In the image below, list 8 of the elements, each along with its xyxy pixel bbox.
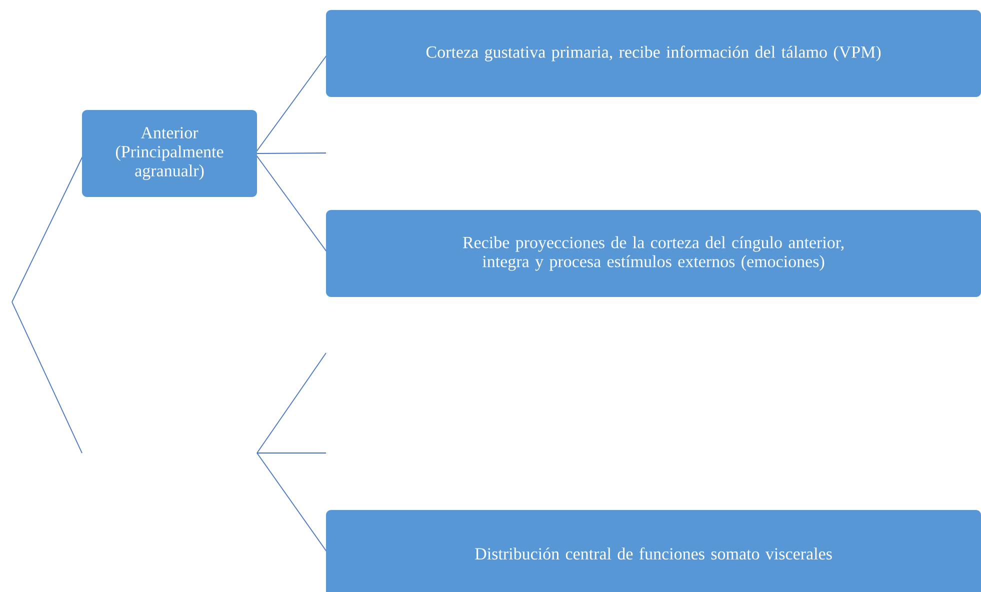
topic-box: Recibe proyecciones de la corteza del cíngulo anterior, integra y procesa estímulos externos (emociones): [326, 210, 981, 297]
topic-box: Corteza gustativa primaria, recibe información del tálamo (VPM): [326, 10, 981, 97]
connector-line: [256, 452, 328, 554]
connector-line: [254, 152, 326, 154]
connector-line: [254, 153, 328, 254]
topic-box: Distribución central de funciones somato viscerales: [326, 510, 981, 592]
category-box: Anterior (Principalmente agranualr): [82, 110, 257, 197]
connector-line: [254, 53, 328, 154]
